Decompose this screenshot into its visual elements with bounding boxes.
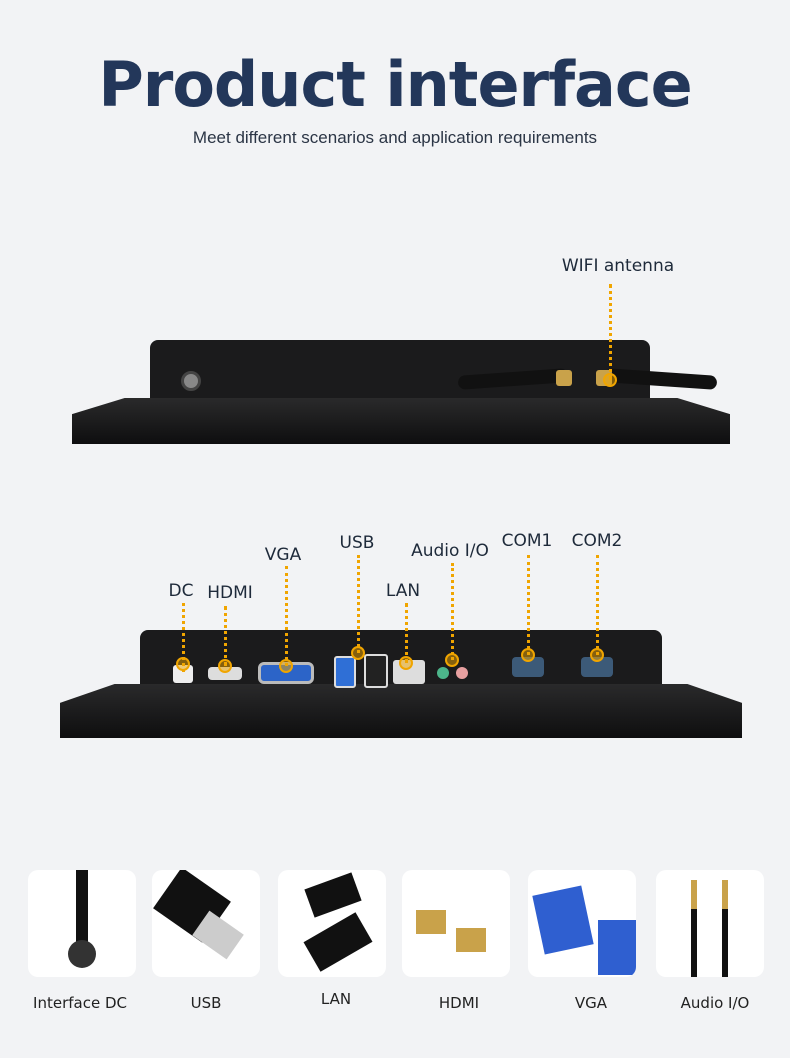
- port-label-dc: DC: [168, 581, 194, 601]
- port-label-com2: COM2: [571, 531, 623, 551]
- cable-card-dc: [28, 870, 136, 977]
- cable-label-vga: VGA: [574, 994, 608, 1012]
- cable-label-dc: Interface DC: [33, 994, 127, 1012]
- port-label-audio: Audio I/O: [411, 541, 489, 561]
- port-label-hdmi: HDMI: [207, 583, 253, 603]
- cable-label-audio: Audio I/O: [680, 994, 750, 1012]
- port-label-vga: VGA: [264, 545, 302, 565]
- cable-card-audio: [656, 870, 764, 977]
- cable-card-usb: [152, 870, 260, 977]
- port-label-usb: USB: [339, 533, 375, 553]
- cable-card-lan: [278, 870, 386, 977]
- port-label-com1: COM1: [501, 531, 553, 551]
- cable-label-lan: LAN: [320, 990, 352, 1008]
- cable-label-hdmi: HDMI: [438, 994, 480, 1012]
- wifi-antenna-label: WIFI antenna: [561, 256, 675, 276]
- power-button: [181, 371, 201, 391]
- cable-label-usb: USB: [190, 994, 222, 1012]
- page-title: Product interface: [98, 48, 692, 121]
- port-label-lan: LAN: [385, 581, 421, 601]
- page-subtitle: Meet different scenarios and application…: [192, 128, 598, 147]
- cable-card-vga: [528, 870, 636, 977]
- cable-card-hdmi: [402, 870, 510, 977]
